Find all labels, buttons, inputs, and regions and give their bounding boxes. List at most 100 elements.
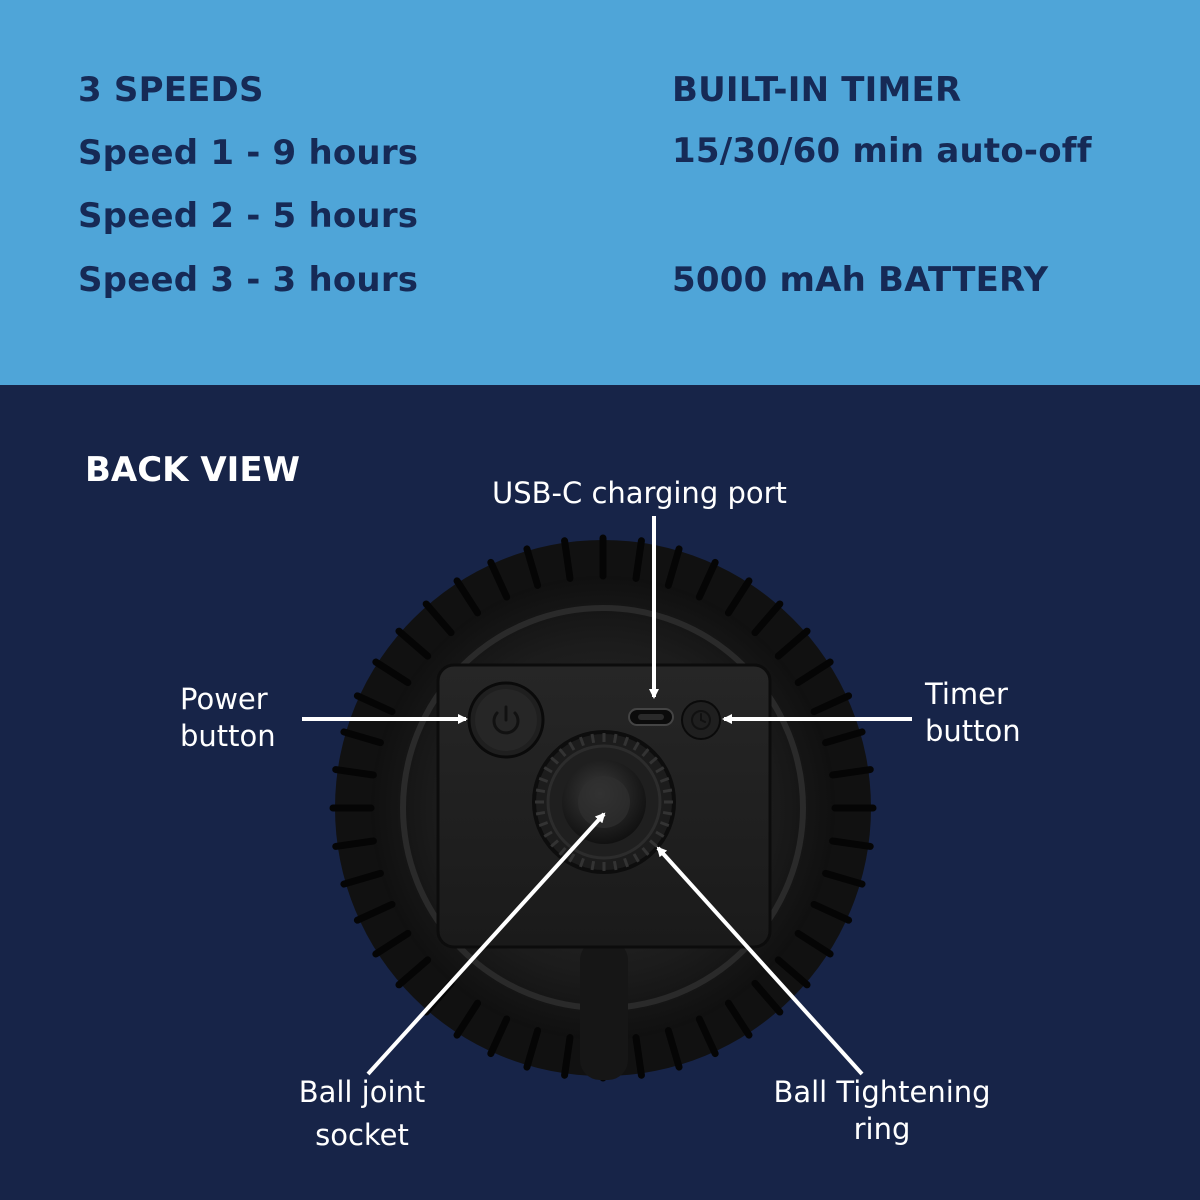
- timer-label-line-2: button: [925, 714, 1021, 748]
- grille-fin: [353, 900, 396, 924]
- power-button-label: Power button: [180, 681, 276, 755]
- ball-joint-socket-label: Ball joint socket: [262, 1074, 462, 1154]
- ball-joint-socket[interactable]: [562, 760, 646, 844]
- timer-title: BUILT-IN TIMER: [672, 70, 962, 110]
- socket-label-line-1: Ball joint: [298, 1075, 426, 1109]
- grille-fin: [332, 837, 377, 850]
- ring-tooth: [641, 748, 650, 758]
- grille-fin: [453, 999, 482, 1039]
- speeds-title: 3 SPEEDS: [78, 70, 264, 110]
- ring-label-line-1: Ball Tightening: [773, 1075, 991, 1109]
- ball-tightening-ring-label: Ball Tightening ring: [752, 1074, 1012, 1148]
- ring-tooth: [558, 846, 567, 856]
- grille-fin: [829, 766, 874, 779]
- grille-fin: [340, 869, 384, 888]
- power-label-line-1: Power: [180, 682, 268, 716]
- timer-button[interactable]: [681, 700, 721, 740]
- grille-fin: [810, 692, 853, 716]
- ring-tooth: [612, 733, 618, 744]
- ring-tooth: [543, 830, 553, 838]
- ring-tooth: [543, 766, 553, 774]
- grille-fin: [774, 627, 811, 660]
- ring-tooth: [612, 860, 618, 871]
- grille-fin: [523, 1027, 542, 1071]
- ring-tooth: [550, 839, 560, 848]
- timer-clock-icon: [691, 710, 711, 730]
- callout-arrows: [302, 516, 912, 1076]
- timer-button-label: Timer button: [925, 676, 1021, 750]
- grille-fin: [561, 1034, 574, 1079]
- grille-fin: [422, 600, 455, 637]
- grille-fin: [664, 545, 683, 589]
- ring-tooth: [632, 853, 640, 863]
- grille-fin: [794, 929, 834, 958]
- grille-fin: [561, 537, 574, 582]
- grille-fin: [395, 627, 432, 660]
- ring-tooth: [558, 748, 567, 758]
- grille-fin: [372, 658, 412, 687]
- usb-c-port[interactable]: [628, 708, 674, 726]
- ring-tooth: [662, 788, 673, 794]
- grille-fin: [487, 1015, 511, 1058]
- grille-fin: [395, 956, 432, 989]
- grille-fin: [822, 869, 866, 888]
- usb-c-label: USB-C charging port: [492, 476, 787, 510]
- grille-fin: [340, 728, 384, 747]
- back-view-title: BACK VIEW: [85, 450, 301, 490]
- power-button[interactable]: [467, 681, 545, 759]
- ring-tooth: [632, 741, 640, 751]
- grille-fin: [353, 692, 396, 716]
- ring-tooth: [662, 810, 673, 816]
- speed-1-runtime: Speed 1 - 9 hours: [78, 133, 419, 173]
- ring-tooth: [659, 776, 670, 783]
- ring-tooth: [535, 810, 546, 816]
- ring-tooth: [623, 736, 630, 747]
- ring-tooth: [648, 839, 658, 848]
- grille-fin: [695, 558, 719, 601]
- timer-detail: 15/30/60 min auto-off: [672, 131, 1092, 171]
- grille-fin: [523, 545, 542, 589]
- power-icon: [492, 705, 520, 735]
- usb-c-port-icon: [638, 714, 664, 720]
- grille-fin: [724, 577, 753, 617]
- ring-tooth: [648, 756, 658, 765]
- grille-fin: [724, 999, 753, 1039]
- grille-fin: [822, 728, 866, 747]
- grille-fin: [695, 1015, 719, 1058]
- speed-2-runtime: Speed 2 - 5 hours: [78, 196, 419, 236]
- grille-fin: [453, 577, 482, 617]
- grille-fin: [794, 658, 834, 687]
- grille-fin: [372, 929, 412, 958]
- socket-label-line-2: socket: [315, 1118, 409, 1152]
- ring-tooth: [538, 776, 549, 783]
- grille-fin: [632, 1034, 645, 1079]
- speed-3-runtime: Speed 3 - 3 hours: [78, 260, 419, 300]
- ring-tooth: [568, 853, 576, 863]
- ring-tooth: [590, 860, 596, 871]
- ring-tooth: [538, 821, 549, 828]
- grille-fin: [664, 1027, 683, 1071]
- ring-tooth: [655, 766, 665, 774]
- power-label-line-2: button: [180, 719, 276, 753]
- socket-arrow: [366, 812, 606, 1076]
- ring-tooth: [655, 830, 665, 838]
- grille-fin: [751, 600, 784, 637]
- grille-fin: [829, 837, 874, 850]
- ring-tooth: [568, 741, 576, 751]
- ring-tooth: [535, 788, 546, 794]
- ring-tooth: [578, 857, 585, 868]
- ring-tooth: [578, 736, 585, 747]
- ring-tooth: [623, 857, 630, 868]
- grille-fin: [810, 900, 853, 924]
- grille-fin: [332, 766, 377, 779]
- grille-fin: [632, 537, 645, 582]
- ring-label-line-2: ring: [853, 1112, 911, 1146]
- ring-tooth: [550, 756, 560, 765]
- ring-tooth: [641, 846, 650, 856]
- timer-label-line-1: Timer: [925, 677, 1008, 711]
- ring-tooth: [659, 821, 670, 828]
- grille-fin: [774, 956, 811, 989]
- grille-fin: [751, 979, 784, 1016]
- stand-foot: [580, 940, 628, 1080]
